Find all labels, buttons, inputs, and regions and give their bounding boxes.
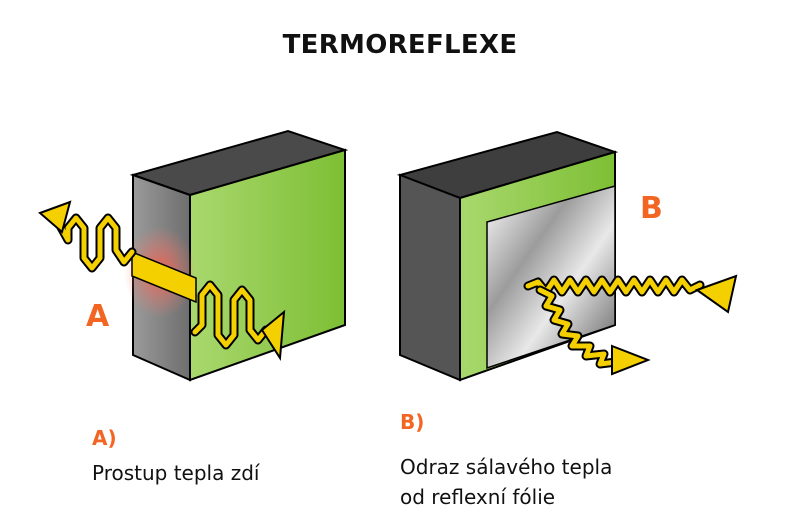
wave-a-outgoing-fill <box>55 215 135 271</box>
caption-b-line2: od reflexní fólie <box>400 485 556 509</box>
arrowhead-b-out <box>611 344 651 376</box>
wave-b-reflected-fill <box>537 287 619 367</box>
caption-b-line1: Odraz sálavého tepla <box>400 455 613 479</box>
caption-b-label: B) <box>400 410 425 434</box>
marker-b: B <box>640 191 663 226</box>
wave-b-incoming-fill <box>525 277 703 295</box>
wall-a <box>124 129 349 382</box>
page-title: TERMOREFLEXE <box>282 30 518 60</box>
arrowhead-a-out <box>38 200 72 234</box>
wall-a-front <box>189 148 346 382</box>
arrowhead-a-in <box>260 309 286 362</box>
heat-flow-bar <box>131 250 197 304</box>
caption-a-text: Prostup tepla zdí <box>92 461 260 485</box>
wall-b-side <box>399 173 461 382</box>
caption-a-label: A) <box>92 426 117 450</box>
marker-a: A <box>86 299 110 334</box>
arrowhead-b-in <box>694 274 738 314</box>
wave-a-incoming-fill <box>192 282 269 348</box>
